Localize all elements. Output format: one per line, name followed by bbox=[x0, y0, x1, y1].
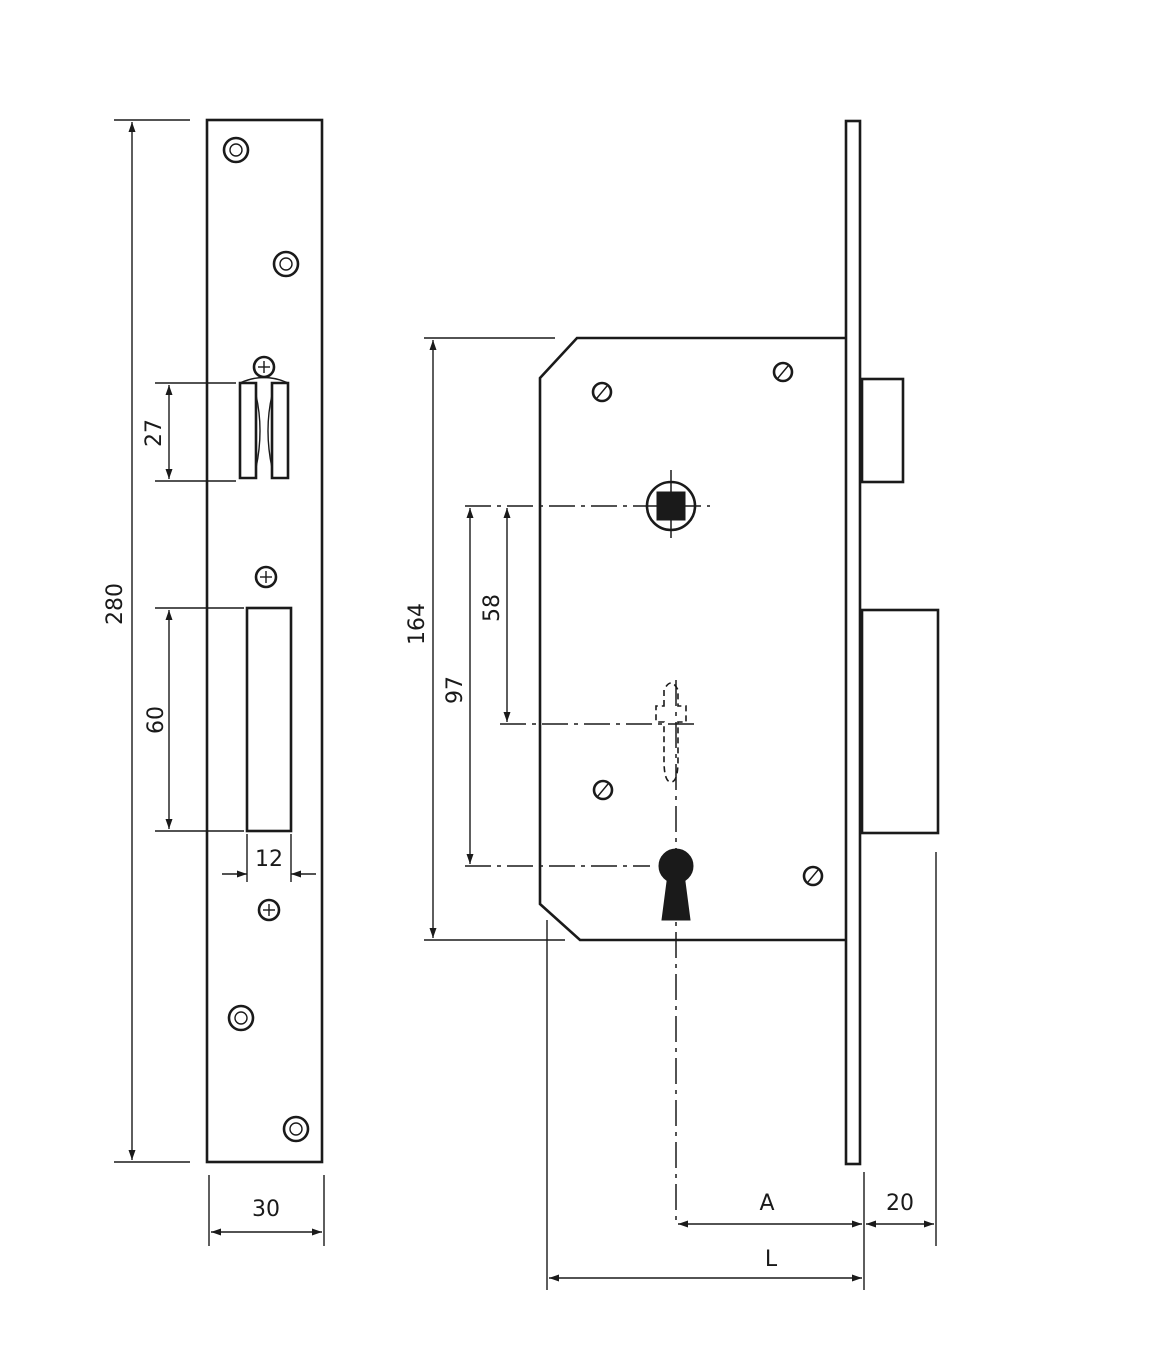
latch-slot bbox=[238, 376, 290, 480]
dim-faceplate-height: 280 bbox=[103, 119, 190, 1163]
faceplate-view: 280 27 60 12 30 bbox=[103, 118, 325, 1246]
faceplate-outline bbox=[205, 118, 324, 1164]
dim-label-L: L bbox=[765, 1247, 778, 1272]
faceplate-cross-screw-middle bbox=[254, 565, 278, 589]
case-screw-top-right bbox=[772, 361, 794, 383]
dim-label-280: 280 bbox=[103, 583, 128, 625]
dim-body-height: 164 bbox=[405, 337, 565, 941]
dim-backset: A bbox=[678, 1191, 862, 1228]
dim-faceplate-width: 30 bbox=[208, 1175, 325, 1246]
lock-case-outline bbox=[538, 336, 846, 942]
faceplate-screw-hole-lower bbox=[227, 1004, 255, 1032]
case-screw-bottom-left bbox=[592, 779, 614, 801]
dim-deadbolt-slot-width: 12 bbox=[222, 834, 316, 882]
faceplate-screw-hole-upper bbox=[272, 250, 300, 278]
faceplate-screw-hole-bottom bbox=[282, 1115, 310, 1143]
dim-label-58: 58 bbox=[480, 594, 505, 622]
dim-centers-58: 58 bbox=[480, 508, 511, 722]
dim-label-164: 164 bbox=[405, 603, 430, 645]
dim-label-30: 30 bbox=[252, 1197, 280, 1222]
cylinder-hidden-outline bbox=[655, 682, 687, 783]
lock-faceplate-edge bbox=[844, 119, 862, 1166]
dim-label-12: 12 bbox=[255, 847, 283, 872]
faceplate-cross-screw-lower bbox=[257, 898, 281, 922]
latch-bolt bbox=[860, 377, 905, 484]
case-screw-bottom-right bbox=[802, 865, 824, 887]
lock-body-view: 164 97 58 A 20 L bbox=[405, 119, 940, 1290]
case-screw-top-left bbox=[591, 381, 613, 403]
faceplate-cross-screw-latch bbox=[252, 355, 276, 379]
deadbolt-slot bbox=[245, 606, 293, 833]
dim-label-A: A bbox=[759, 1191, 774, 1216]
dim-label-97: 97 bbox=[443, 676, 468, 704]
dim-label-60: 60 bbox=[144, 706, 169, 734]
dim-overall-length: L bbox=[549, 1247, 862, 1282]
dim-deadbolt-slot-height: 60 bbox=[144, 607, 244, 832]
dim-label-27: 27 bbox=[142, 419, 167, 447]
dim-latch-slot: 27 bbox=[142, 382, 236, 482]
dim-label-20: 20 bbox=[886, 1191, 914, 1216]
dim-centers-97: 97 bbox=[443, 508, 474, 864]
dead-bolt bbox=[860, 608, 940, 835]
faceplate-screw-hole-top bbox=[222, 136, 250, 164]
dim-bolt-throw: 20 bbox=[866, 1191, 934, 1228]
